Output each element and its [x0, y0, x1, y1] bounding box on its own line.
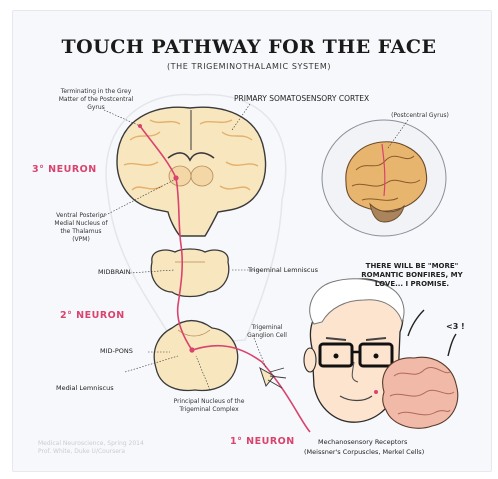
- speech-pointer: [408, 310, 424, 336]
- principal-nucleus-synapse: [189, 347, 194, 352]
- label-third-neuron: 3° NEURON: [32, 164, 97, 175]
- label-vpm: Ventral Posterior Medial Nucleus of the …: [54, 212, 108, 244]
- credit-line-2: Prof. White, Duke U/Coursera: [38, 448, 125, 455]
- label-mechanoreceptor-types: (Meissner's Corpuscles, Merkel Cells): [304, 448, 424, 456]
- credit-watermark: Medical Neuroscience, Spring 2014 Prof. …: [38, 440, 208, 456]
- label-terminating: Terminating in the Grey Matter of the Po…: [56, 88, 136, 112]
- label-second-neuron: 2° NEURON: [60, 310, 125, 321]
- credit-line-1: Medical Neuroscience, Spring 2014: [38, 440, 144, 447]
- label-medial-lemniscus: Medial Lemniscus: [56, 384, 114, 392]
- label-postcentral-gyrus: (Postcentral Gyrus): [382, 112, 458, 120]
- midbrain-section: [151, 249, 229, 297]
- label-primary-cortex: PRIMARY SOMATOSENSORY CORTEX: [234, 94, 369, 103]
- heart-speech-text: <3 !: [446, 322, 465, 331]
- label-principal-nucleus: Principal Nucleus of the Trigeminal Comp…: [170, 398, 248, 414]
- hugged-brain: [383, 357, 458, 428]
- label-trigeminal-lemniscus: Trigeminal Lemniscus: [248, 266, 318, 274]
- label-mid-pons: MID-PONS: [100, 347, 133, 355]
- pons-section: [154, 321, 238, 391]
- diagram-subtitle: (THE TRIGEMINOTHALAMIC SYSTEM): [0, 62, 498, 71]
- label-mechanoreceptors: Mechanosensory Receptors: [318, 438, 407, 446]
- lateral-brain-view: [322, 120, 446, 236]
- label-midbrain: MIDBRAIN: [98, 268, 130, 276]
- trigeminal-ganglion-cell: [260, 368, 286, 388]
- label-trigeminal-ganglion: Trigeminal Ganglion Cell: [238, 324, 296, 340]
- speech-bubble-text: THERE WILL BE "MORE" ROMANTIC BONFIRES, …: [356, 262, 468, 289]
- thalamus-synapse: [173, 175, 178, 180]
- heart-speech-pointer: [448, 334, 456, 356]
- diagram-title: TOUCH PATHWAY FOR THE FACE: [0, 36, 498, 58]
- label-first-neuron: 1° NEURON: [230, 436, 295, 447]
